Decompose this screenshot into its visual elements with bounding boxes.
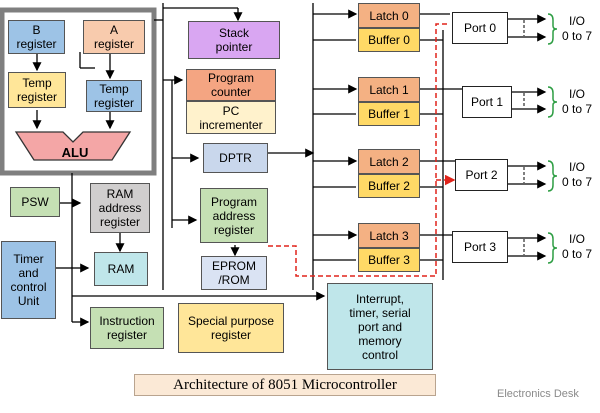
latch-2: Latch 2 — [358, 149, 420, 174]
latch-1-label: Latch 1 — [369, 82, 409, 97]
buffer-0-label: Buffer 0 — [368, 33, 410, 47]
program-counter: Program counter — [186, 69, 276, 101]
ram-address-register-label: RAM address register — [98, 187, 142, 229]
program-counter-label: Program counter — [207, 71, 254, 99]
psw-label: PSW — [21, 195, 49, 209]
port-2-label: Port 2 — [465, 168, 498, 182]
a-register-label: A register — [93, 23, 134, 51]
eprom-rom: EPROM /ROM — [201, 256, 267, 290]
buffer-3-label: Buffer 3 — [368, 253, 410, 267]
temp-register-2-label: Temp register — [93, 82, 134, 110]
io-0-label: I/O 0 to 7 — [557, 14, 597, 44]
timer-control-unit-label: Timer and control Unit — [10, 252, 47, 308]
ram-block: RAM — [94, 252, 148, 286]
buffer-0: Buffer 0 — [358, 28, 420, 52]
b-register: B register — [8, 20, 65, 54]
stack-pointer-label: Stack pointer — [215, 26, 253, 54]
diagram-caption: Architecture of 8051 Microcontroller — [134, 374, 436, 396]
port-3-label: Port 3 — [463, 240, 496, 254]
buffer-3: Buffer 3 — [358, 248, 420, 272]
latch-1: Latch 1 — [358, 77, 420, 102]
stack-pointer: Stack pointer — [188, 21, 280, 59]
io-3-label: I/O 0 to 7 — [557, 232, 597, 262]
dptr-block: DPTR — [203, 143, 268, 173]
ram-label: RAM — [107, 262, 135, 276]
program-address-register-label: Program address register — [210, 194, 257, 237]
watermark: Electronics Desk — [497, 388, 579, 400]
a-register: A register — [83, 20, 145, 54]
port-1: Port 1 — [462, 86, 512, 118]
port-1-label: Port 1 — [470, 95, 503, 109]
latch-2-label: Latch 2 — [369, 154, 409, 169]
b-register-label: B register — [16, 23, 57, 51]
pc-incrementer-label: PC incrementer — [199, 103, 263, 132]
io-2-text: I/O 0 to 7 — [561, 160, 593, 189]
latch-3: Latch 3 — [358, 223, 420, 248]
ram-address-register: RAM address register — [90, 183, 150, 233]
port-2: Port 2 — [455, 159, 508, 191]
latch-0-label: Latch 0 — [369, 8, 409, 23]
timer-control-unit: Timer and control Unit — [1, 241, 56, 319]
pc-incrementer: PC incrementer — [186, 101, 276, 134]
buffer-1-label: Buffer 1 — [368, 107, 410, 121]
io-2-label: I/O 0 to 7 — [557, 160, 597, 190]
instruction-register-label: Instruction register — [99, 314, 155, 342]
temp-register-1-label: Temp register — [16, 76, 57, 104]
port-3: Port 3 — [452, 231, 508, 263]
buffer-1: Buffer 1 — [358, 102, 420, 126]
eprom-rom-label: EPROM /ROM — [211, 259, 256, 287]
temp-register-2: Temp register — [86, 80, 142, 112]
program-address-register: Program address register — [200, 188, 268, 243]
latch-3-label: Latch 3 — [369, 228, 409, 243]
latch-0: Latch 0 — [358, 3, 420, 28]
port-0: Port 0 — [452, 12, 508, 44]
io-1-text: I/O 0 to 7 — [561, 87, 593, 116]
port-0-label: Port 0 — [463, 21, 496, 35]
temp-register-1: Temp register — [8, 72, 66, 108]
alu-label: ALU — [61, 145, 89, 160]
io-3-text: I/O 0 to 7 — [561, 232, 593, 261]
dptr-label: DPTR — [219, 151, 252, 165]
instruction-register: Instruction register — [90, 307, 164, 349]
buffer-2-label: Buffer 2 — [368, 179, 410, 193]
io-0-text: I/O 0 to 7 — [561, 14, 593, 43]
interrupt-control: Interrupt, timer, serial port and memory… — [327, 283, 433, 370]
special-purpose-register-label: Special purpose register — [187, 314, 275, 342]
psw-block: PSW — [10, 187, 60, 217]
special-purpose-register: Special purpose register — [178, 303, 284, 353]
interrupt-control-label: Interrupt, timer, serial port and memory… — [349, 291, 411, 362]
io-1-label: I/O 0 to 7 — [557, 87, 597, 117]
buffer-2: Buffer 2 — [358, 174, 420, 198]
